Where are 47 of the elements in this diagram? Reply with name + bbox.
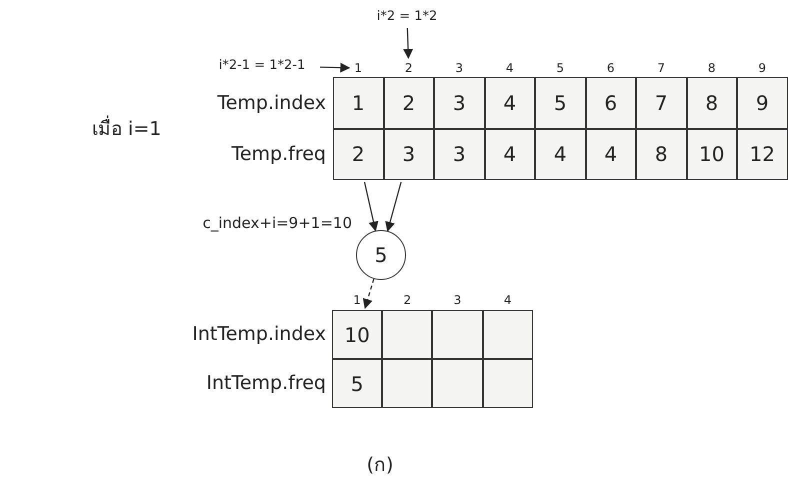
annotation-text: i*2 = 1*2: [374, 8, 440, 26]
column-number: 7: [656, 60, 666, 76]
column-number: 3: [454, 60, 464, 76]
column-number: 2: [402, 60, 416, 76]
column-number: 3: [452, 292, 462, 308]
table-cell: 10: [332, 310, 382, 359]
column-number: 9: [757, 60, 768, 76]
table-cell: 5: [535, 77, 586, 128]
arrow: [320, 62, 350, 73]
column-number: 5: [555, 60, 566, 76]
table-cell: 1: [333, 77, 384, 128]
column-number: 6: [606, 60, 616, 76]
text-label: Temp.freq: [230, 142, 326, 167]
arrow: [403, 28, 414, 59]
table-cell: 8: [686, 77, 737, 128]
text-label: IntTemp.freq: [205, 371, 326, 396]
table-cell: 8: [636, 128, 686, 180]
text-label: Temp.index: [216, 90, 326, 116]
table-cell: 3: [434, 77, 484, 128]
annotation-text: i*2-1 = 1*2-1: [206, 57, 318, 75]
table-cell: 2: [333, 128, 384, 180]
column-number: 8: [706, 60, 717, 76]
table-cell: 5: [332, 359, 382, 408]
table-cell: 2: [384, 77, 434, 128]
text-label: เมื่อ i=1: [92, 116, 162, 142]
column-number: 4: [502, 292, 512, 308]
column-number: 2: [402, 292, 412, 308]
column-number: 1: [352, 292, 362, 308]
table-cell: 9: [737, 77, 788, 128]
arrow: [362, 278, 374, 309]
table-cell: 3: [384, 128, 434, 180]
node-note: c_index+i=9+1=10: [202, 213, 352, 234]
table-cell: 7: [636, 77, 686, 128]
table-cell: 4: [586, 128, 636, 180]
table-cell: 4: [484, 128, 535, 180]
arrow: [364, 182, 378, 232]
column-number: 1: [351, 60, 366, 76]
table-cell: 6: [586, 77, 636, 128]
text-label: IntTemp.index: [191, 322, 326, 348]
text-label: (ก): [366, 452, 394, 478]
table-cell: 12: [737, 128, 788, 180]
column-number: 4: [504, 60, 515, 76]
table-cell: 10: [686, 128, 737, 180]
arrow: [385, 182, 402, 232]
table-cell: 3: [434, 128, 484, 180]
table-cell: 4: [484, 77, 535, 128]
table-cell: 4: [535, 128, 586, 180]
